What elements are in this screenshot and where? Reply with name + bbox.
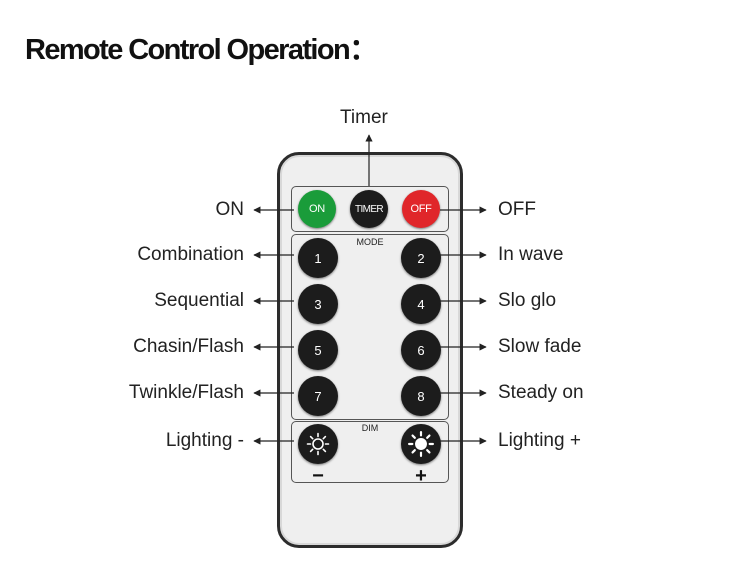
dim-button-panel — [291, 421, 449, 483]
callout-on: ON — [215, 199, 245, 220]
top-button-panel — [291, 186, 449, 232]
mode-button-7-label: 7 — [314, 388, 322, 404]
dim-minus-button[interactable] — [298, 424, 338, 464]
mode-button-1-label: 1 — [314, 250, 322, 266]
callout-button-2: In wave — [498, 244, 564, 265]
callout-button-7: Twinkle/Flash — [128, 382, 244, 403]
sun-outline-icon — [306, 432, 330, 456]
timer-button[interactable]: TIMER — [350, 190, 388, 228]
on-button-label: ON — [309, 203, 325, 215]
mode-button-1[interactable]: 1 — [298, 238, 338, 278]
callout-button-1: Combination — [137, 244, 244, 265]
dim-minus-sign: − — [312, 465, 324, 487]
off-button[interactable]: OFF — [402, 190, 440, 228]
mode-button-4[interactable]: 4 — [401, 284, 441, 324]
mode-label: MODE — [356, 237, 384, 247]
mode-button-2-label: 2 — [417, 250, 425, 266]
mode-button-6-label: 6 — [417, 342, 425, 358]
callout-button-3: Sequential — [154, 290, 244, 311]
dim-plus-sign: + — [415, 465, 427, 487]
dim-plus-button[interactable] — [401, 424, 441, 464]
remote-control: MODE DIM ON TIMER OFF 1 2 3 4 5 6 7 8 — [277, 152, 463, 548]
dim-label: DIM — [361, 423, 379, 433]
mode-button-3[interactable]: 3 — [298, 284, 338, 324]
off-button-label: OFF — [410, 203, 432, 215]
mode-button-5[interactable]: 5 — [298, 330, 338, 370]
mode-button-2[interactable]: 2 — [401, 238, 441, 278]
callout-timer: Timer — [340, 107, 388, 128]
mode-button-7[interactable]: 7 — [298, 376, 338, 416]
sun-filled-icon — [408, 431, 434, 457]
timer-button-label: TIMER — [354, 203, 384, 215]
callout-button-4: Slo glo — [498, 290, 557, 311]
page-title: Remote Control Operation： — [25, 34, 378, 66]
mode-button-4-label: 4 — [417, 296, 425, 312]
mode-button-8-label: 8 — [417, 388, 425, 404]
callout-button-8: Steady on — [498, 382, 584, 403]
mode-button-8[interactable]: 8 — [401, 376, 441, 416]
on-button[interactable]: ON — [298, 190, 336, 228]
callout-dim-minus: Lighting - — [165, 430, 244, 451]
callout-off: OFF — [498, 199, 536, 220]
mode-button-panel — [291, 234, 449, 420]
mode-button-3-label: 3 — [314, 296, 322, 312]
mode-button-5-label: 5 — [314, 342, 322, 358]
callout-button-5: Chasin/Flash — [133, 336, 244, 357]
mode-button-6[interactable]: 6 — [401, 330, 441, 370]
callout-dim-plus: Lighting + — [498, 430, 581, 451]
callout-button-6: Slow fade — [498, 336, 582, 357]
